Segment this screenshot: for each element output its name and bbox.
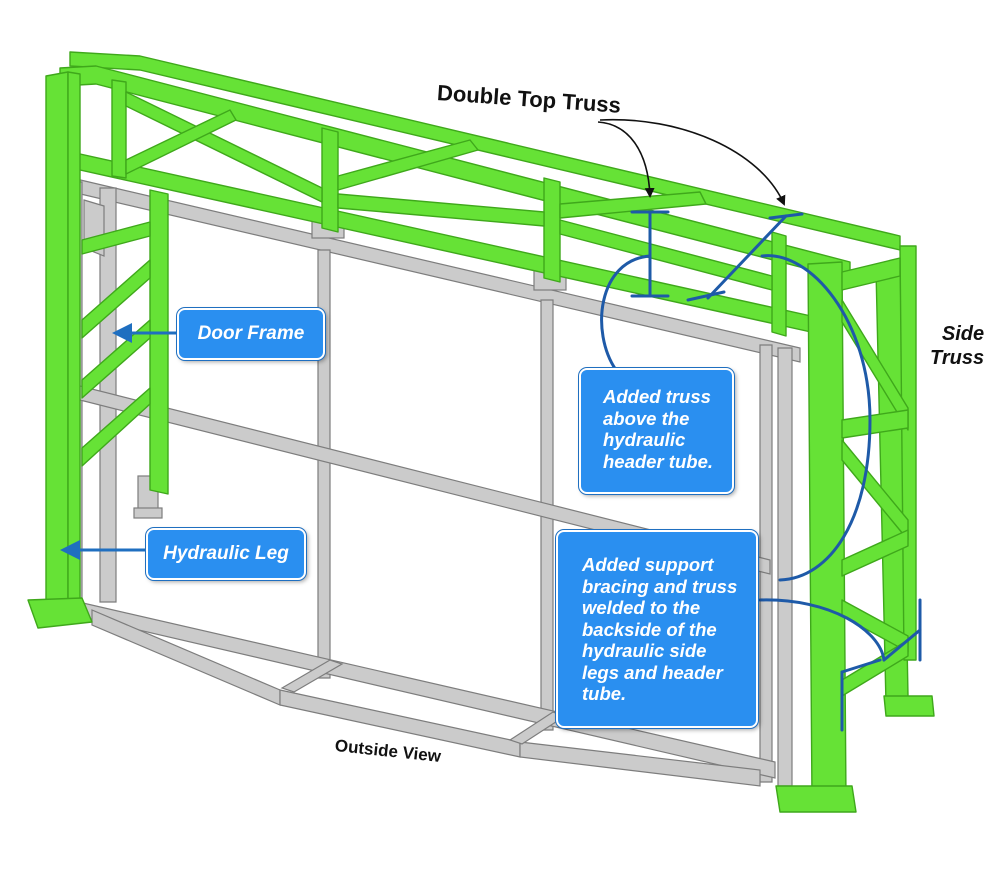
added-support-line-3: welded to the bbox=[582, 597, 701, 618]
added-truss-line-2: above the bbox=[603, 407, 690, 429]
added-support-line-2: bracing and truss bbox=[582, 575, 738, 597]
added-support-line-1: Added support bbox=[582, 554, 714, 575]
added-support-line-5: hydraulic side bbox=[582, 640, 707, 661]
added-truss-line-3: hydraulic bbox=[603, 429, 686, 450]
side-truss-label-line2: Truss bbox=[930, 347, 985, 369]
side-truss-label: Side Truss bbox=[930, 322, 984, 370]
door-frame-structure bbox=[69, 177, 801, 787]
truss-dimension-markers bbox=[600, 210, 804, 372]
added-support-line-4: backside of the bbox=[582, 618, 717, 640]
added-truss-line-1: Added truss bbox=[603, 386, 711, 407]
top-truss-arrow-1 bbox=[597, 121, 655, 198]
hydraulic-leg-arrow bbox=[60, 540, 148, 560]
added-support-line-7: tube. bbox=[582, 683, 627, 704]
hydraulic-leg-callout: Hydraulic Leg bbox=[146, 528, 306, 580]
added-truss-callout: Added truss above the hydraulic header t… bbox=[579, 368, 734, 494]
green-steel-frame bbox=[27, 51, 935, 813]
added-support-line-6: legs and header bbox=[582, 661, 723, 683]
added-support-callout: Added support bracing and truss welded t… bbox=[556, 530, 758, 728]
side-truss-label-line1: Side bbox=[941, 323, 985, 345]
added-truss-line-4: header tube. bbox=[603, 450, 713, 472]
top-truss-arrow-2 bbox=[599, 118, 786, 206]
door-frame-callout: Door Frame bbox=[177, 308, 325, 360]
door-frame-arrow bbox=[112, 323, 178, 343]
support-bracket-markers bbox=[758, 254, 922, 732]
